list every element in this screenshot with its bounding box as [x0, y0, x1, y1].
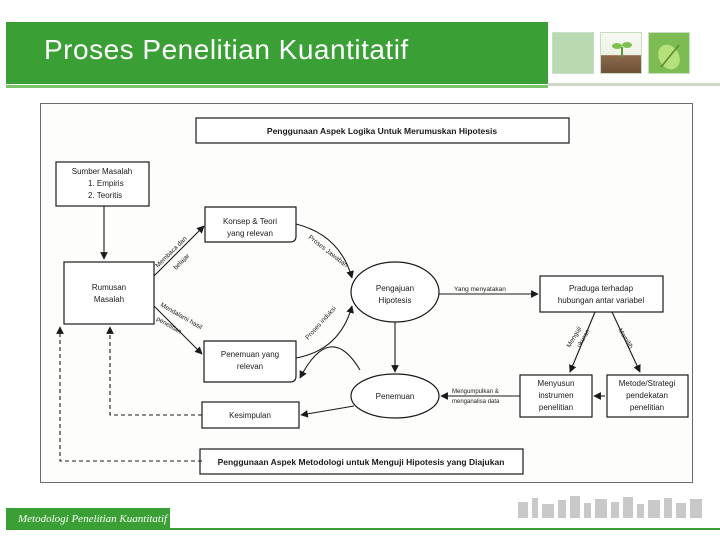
metode-line-1: Metode/Strategi [619, 379, 676, 388]
edge-praduga-to-metode [611, 311, 641, 373]
sumber-masalah-item-1: 1. Empiris [88, 179, 124, 188]
kesimpulan-label: Kesimpulan [229, 411, 271, 420]
kesimpulan-box: Kesimpulan [201, 401, 300, 429]
pengajuan-line-2: Hipotesis [379, 296, 412, 305]
edge-label-menganalisa: menganalisa data [452, 399, 500, 405]
penemuan-relevan-line-2: relevan [237, 362, 263, 371]
pengajuan-line-1: Pengajuan [376, 284, 414, 293]
penemuan-relevan-line-1: Penemuan yang [221, 350, 279, 359]
menyusun-line-3: penelitian [539, 403, 573, 412]
top-banner: Penggunaan Aspek Logika Untuk Merumuskan… [195, 117, 570, 144]
footer-band [6, 508, 170, 530]
praduga-line-1: Praduga terhadap [569, 284, 634, 293]
praduga-line-2: hubungan antar variabel [558, 296, 645, 305]
konsep-teori-box: Konsep & Teori yang relevan [204, 206, 297, 243]
footer-text: Metodologi Penelitian Kuantitatif [18, 513, 168, 525]
top-banner-label: Penggunaan Aspek Logika Untuk Merumuskan… [267, 126, 497, 136]
sumber-masalah-item-2: 2. Teoritis [88, 191, 122, 200]
menyusun-line-2: instrumen [538, 391, 573, 400]
edge-penemuan-to-penemuan-relevan [299, 346, 361, 379]
header-thumbnail-plain [552, 32, 594, 74]
edge-label-memilih: Memilih [616, 327, 634, 350]
menyusun-instrumen-box: Menyusun instrumen penelitian [519, 374, 593, 418]
edge-konsep-to-pengajuan [295, 223, 354, 279]
penemuan-label: Penemuan [376, 392, 415, 401]
edge-label-proses-induksi: Proses induksi [304, 305, 337, 341]
bottom-banner: Penggunaan Aspek Metodologi untuk Menguj… [199, 448, 524, 475]
slide-title: Proses Penelitian Kuantitatif [44, 34, 409, 65]
metode-line-3: penelitian [630, 403, 664, 412]
pengajuan-hipotesis-node: Pengajuan Hipotesis [350, 261, 440, 323]
metode-line-2: pendekatan [626, 391, 668, 400]
edge-bottom-banner-to-rumusan [56, 326, 202, 462]
sprout-row-decoration-icon [518, 496, 702, 518]
footer-line [170, 528, 720, 530]
sprout-icon [612, 42, 632, 57]
leaf-icon [658, 44, 680, 70]
penemuan-relevan-box: Penemuan yang relevan [203, 340, 297, 383]
edge-penemuan-to-kesimpulan [300, 405, 355, 418]
konsep-teori-line-1: Konsep & Teori [223, 217, 277, 226]
edge-penemuan-relevan-to-pengajuan [295, 305, 354, 359]
penemuan-node: Penemuan [350, 373, 440, 419]
menyusun-line-1: Menyusun [538, 379, 575, 388]
header-thumbnail-sprout [600, 32, 642, 74]
sumber-masalah-box: Sumber Masalah 1. Empiris 2. Teoritis [55, 161, 150, 207]
title-band [6, 22, 548, 88]
metode-strategi-box: Metode/Strategi pendekatan penelitian [606, 374, 689, 418]
konsep-teori-line-2: yang relevan [227, 229, 273, 238]
edge-rumusan-to-penemuan-relevan [153, 305, 203, 355]
edge-kesimpulan-to-rumusan [106, 326, 202, 416]
edge-rumusan-to-konsep [153, 225, 205, 277]
praduga-box: Praduga terhadap hubungan antar variabel [539, 275, 664, 313]
edge-label-yang-menyatakan: Yang menyatakan [454, 286, 506, 293]
bottom-banner-label: Penggunaan Aspek Metodologi untuk Menguj… [218, 457, 505, 467]
header-rule [548, 83, 720, 86]
edge-label-mengumpulkan: Mengumpulkan & [452, 389, 499, 395]
slide-header: Proses Penelitian Kuantitatif [0, 0, 720, 90]
rumusan-masalah-line-1: Rumusan [92, 283, 126, 292]
rumusan-masalah-line-2: Masalah [94, 295, 124, 304]
edge-praduga-to-instrumen [569, 311, 596, 373]
sumber-masalah-title: Sumber Masalah [72, 167, 132, 176]
header-thumbnail-leaf [648, 32, 690, 74]
rumusan-masalah-box: Rumusan Masalah [63, 261, 155, 325]
